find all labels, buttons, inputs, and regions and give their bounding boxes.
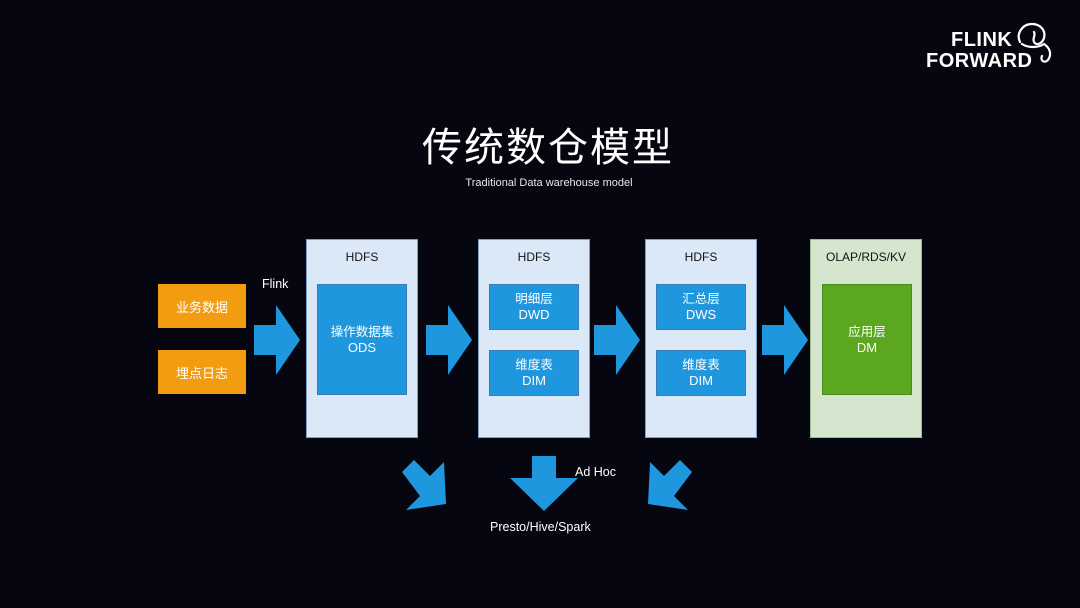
arrow-right-icon [762, 305, 808, 375]
arrow-right-icon [426, 305, 472, 375]
stage-hdfs-ods: HDFS 操作数据集 ODS [306, 239, 418, 438]
layer-en-label: DM [856, 339, 878, 355]
layer-dim: 维度表 DIM [489, 350, 579, 396]
layer-dm: 应用层 DM [822, 284, 912, 395]
layer-en-label: DIM [522, 373, 546, 388]
layer-cn-label: 明细层 [515, 291, 553, 306]
layer-cn-label: 维度表 [515, 357, 553, 372]
logo-text-line2: FORWARD [926, 50, 1033, 72]
logo-text-line1: FLINK [951, 29, 1013, 51]
layer-en-label: ODS [347, 339, 377, 355]
layer-en-label: DIM [689, 373, 713, 388]
stage-hdfs-dwd: HDFS 明细层 DWD 维度表 DIM [478, 239, 590, 438]
stage-label: OLAP/RDS/KV [825, 250, 907, 264]
layer-cn-label: 维度表 [682, 357, 720, 372]
page-subtitle: Traditional Data warehouse model [465, 177, 633, 189]
stage-hdfs-dws: HDFS 汇总层 DWS 维度表 DIM [645, 239, 757, 438]
stage-label: HDFS [684, 250, 718, 264]
query-engines-label: Presto/Hive/Spark [490, 520, 591, 534]
stage-label: HDFS [517, 250, 551, 264]
page-title: 传统数仓模型 [422, 125, 674, 171]
flink-label: Flink [262, 277, 289, 291]
layer-en-label: DWD [518, 307, 550, 322]
arrow-right-icon [594, 305, 640, 375]
layer-cn-label: 汇总层 [682, 291, 720, 306]
stage-olap-dm: OLAP/RDS/KV 应用层 DM [810, 239, 922, 438]
arrow-down-left-icon [648, 460, 692, 510]
source-tracking-logs: 埋点日志 [158, 350, 246, 394]
stage-label: HDFS [345, 250, 379, 264]
arrow-right-icon [254, 305, 300, 375]
arrow-down-right-icon [402, 460, 446, 510]
adhoc-label: Ad Hoc [575, 465, 616, 479]
flink-forward-logo: FLINK FORWARD [924, 22, 1054, 76]
layer-dwd: 明细层 DWD [489, 284, 579, 330]
source-label: 埋点日志 [175, 366, 228, 382]
layer-ods: 操作数据集 ODS [317, 284, 407, 395]
squirrel-icon [1017, 22, 1052, 63]
layer-dws: 汇总层 DWS [656, 284, 746, 330]
layer-cn-label: 应用层 [848, 323, 886, 339]
source-business-data: 业务数据 [158, 284, 246, 328]
source-label: 业务数据 [175, 300, 228, 316]
arrow-down-icon [510, 456, 578, 511]
layer-en-label: DWS [685, 307, 717, 322]
layer-dim: 维度表 DIM [656, 350, 746, 396]
layer-cn-label: 操作数据集 [330, 323, 394, 339]
